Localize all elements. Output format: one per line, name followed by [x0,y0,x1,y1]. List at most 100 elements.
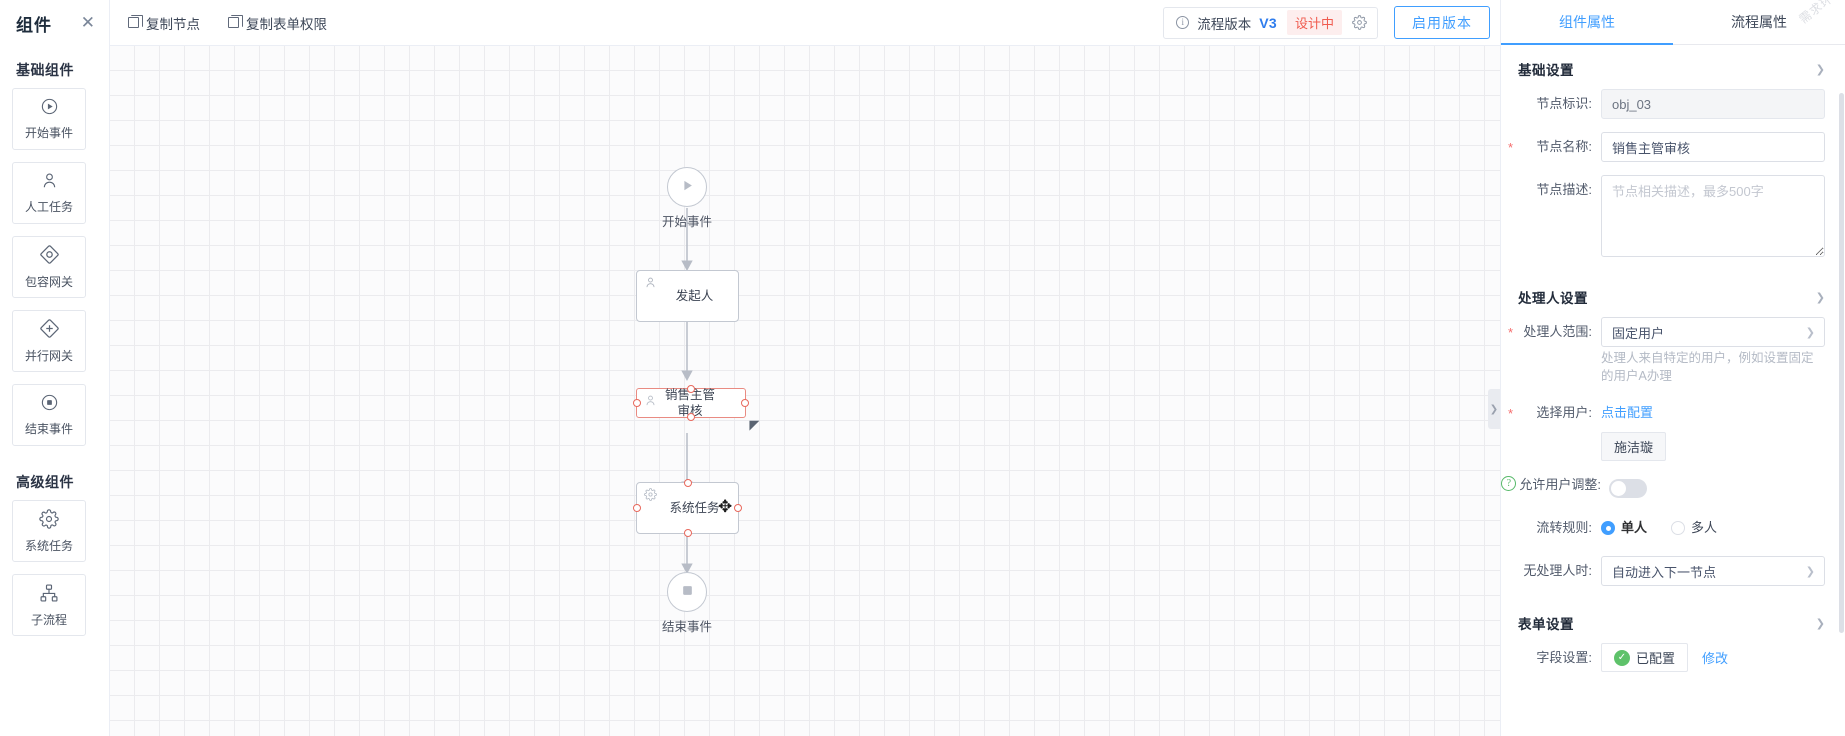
handler-scope-select[interactable]: 固定用户 [1601,317,1825,347]
node-shape-rect: 系统任务 [633,479,742,537]
node-id-input[interactable] [1601,89,1825,119]
radio-dot [1671,521,1686,535]
node-resize-handle[interactable] [747,419,756,428]
field-label: 节点名称: [1508,132,1601,163]
properties-panel: 需求环境 组件属性 流程属性 基础设置 ❯ 节点标识: 节点名称: [1500,0,1845,736]
copy-form-permission-label: 复制表单权限 [246,16,327,32]
status-badge: 设计中 [1286,10,1342,35]
user-icon [644,276,657,292]
field-no-handler: 无处理人时: 自动进入下一节点 ❯ [1501,556,1845,599]
chevron-down-icon[interactable]: ❯ [1815,616,1825,630]
field-node-description: 节点描述: [1501,175,1845,273]
select-user-link[interactable]: 点击配置 [1601,405,1654,420]
tab-component-properties[interactable]: 组件属性 [1501,0,1673,45]
field-control [1601,89,1825,119]
field-label: 节点描述: [1536,182,1592,197]
node-name-input[interactable] [1601,132,1825,162]
flow-node-initiator[interactable]: 发起人 [636,270,739,322]
no-handler-select[interactable]: 自动进入下一节点 [1601,556,1825,586]
version-value: V3 [1259,14,1277,31]
palette-item-end-event[interactable]: 结束事件 [12,384,86,446]
palette-item-user-task[interactable]: 人工任务 [12,162,86,224]
radio-multi-person[interactable]: 多人 [1671,513,1717,543]
node-label: 发起人 [675,289,714,303]
flow-node-end-event[interactable]: 结束事件 [662,572,712,634]
user-icon [40,171,59,193]
node-anchor-right[interactable] [734,504,742,512]
copy-form-permission-button[interactable]: 复制表单权限 [228,13,327,33]
copy-icon [228,15,243,28]
palette-item-label: 包容网关 [24,275,73,289]
radio-single-person[interactable]: 单人 [1601,513,1647,543]
diamond-plus-icon [39,318,60,342]
field-selected-user: 施洁璇 [1501,432,1845,474]
field-label: 流转规则: [1536,520,1592,535]
field-control: 固定用户 ❯ 处理人来自特定的用户，例如设置固定的用户A办理 [1601,317,1825,385]
node-shape-circle [667,167,707,207]
copy-node-button[interactable]: 复制节点 [128,13,200,33]
flow-node-start-event[interactable]: 开始事件 [662,167,712,229]
field-node-name: 节点名称: [1501,132,1845,175]
flow-canvas[interactable]: 开始事件 发起人 [110,46,1500,736]
node-anchor-right[interactable] [741,399,749,407]
palette-advanced: 系统任务 子流程 [0,500,109,636]
field-label: 无处理人时: [1523,563,1592,578]
node-shape-circle [667,572,707,612]
palette-item-parallel-gateway[interactable]: 并行网关 [12,310,86,372]
flow-node-system-task[interactable]: 系统任务 ✥ [633,479,742,537]
field-flow-rule: 流转规则: 单人 多人 [1501,513,1845,556]
section-header-basic: 基础设置 ❯ [1501,45,1845,89]
panel-collapse-toggle[interactable]: ❯ [1488,389,1500,429]
palette-item-subprocess[interactable]: 子流程 [12,574,86,636]
question-circle-icon[interactable]: ? [1501,476,1517,491]
palette-item-label: 开始事件 [24,126,73,140]
node-shape-rect: 发起人 [636,270,739,322]
field-label: 允许用户调整: [1519,477,1601,492]
palette-item-label: 系统任务 [24,538,73,553]
copy-icon [128,15,143,28]
field-control: 单人 多人 [1601,513,1825,543]
flow-rule-radio-group: 单人 多人 [1601,513,1825,543]
designer-toolbar: 复制节点 复制表单权限 i 流程版本 V3 设计中 [110,0,1500,46]
palette-item-system-task[interactable]: 系统任务 [12,500,86,562]
node-anchor-bottom[interactable] [683,529,692,537]
node-caption: 结束事件 [661,620,713,634]
allow-adjust-toggle[interactable] [1609,479,1647,498]
field-control [1609,474,1825,498]
copy-node-label: 复制节点 [146,16,200,32]
node-anchor-top[interactable] [687,385,695,393]
node-anchor-bottom[interactable] [687,413,695,421]
field-control: ✓ 已配置 修改 [1601,643,1825,672]
section-title: 基础设置 [1518,63,1574,78]
field-label: 处理人范围: [1508,317,1601,348]
node-anchor-left[interactable] [633,504,641,512]
field-select-user: 选择用户: 点击配置 [1501,398,1845,432]
palette-item-start-event[interactable]: 开始事件 [12,88,86,150]
node-description-textarea[interactable] [1601,175,1825,257]
radio-label: 单人 [1621,520,1648,535]
info-circle-icon[interactable]: i [1176,16,1190,29]
selected-user-chip[interactable]: 施洁璇 [1601,432,1667,461]
field-control [1601,175,1825,260]
node-anchor-top[interactable] [683,479,692,487]
version-status-box: i 流程版本 V3 设计中 [1163,6,1378,39]
palette-item-inclusive-gateway[interactable]: 包容网关 [12,236,86,298]
gear-icon[interactable] [1350,15,1369,30]
tab-process-properties[interactable]: 流程属性 [1731,14,1787,30]
close-icon[interactable]: ✕ [80,12,95,33]
panel-scrollbar[interactable] [1839,93,1844,633]
node-anchor-left[interactable] [633,399,641,407]
field-label: 节点标识: [1536,96,1592,111]
modify-link[interactable]: 修改 [1702,651,1729,666]
palette-item-label: 结束事件 [24,422,73,436]
flow-node-obj-03[interactable]: 销售主管审核 [633,385,749,421]
enable-version-button[interactable]: 启用版本 [1394,6,1490,39]
section-header-form: 表单设置 ❯ [1501,599,1845,643]
field-setting-row: ✓ 已配置 修改 [1601,643,1825,672]
stop-circle-icon [40,393,59,415]
chevron-down-icon[interactable]: ❯ [1815,290,1825,304]
node-shape-rect-selected: 销售主管审核 [633,385,749,421]
handler-scope-hint: 处理人来自特定的用户，例如设置固定的用户A办理 [1601,351,1814,383]
chevron-down-icon[interactable]: ❯ [1815,62,1825,76]
